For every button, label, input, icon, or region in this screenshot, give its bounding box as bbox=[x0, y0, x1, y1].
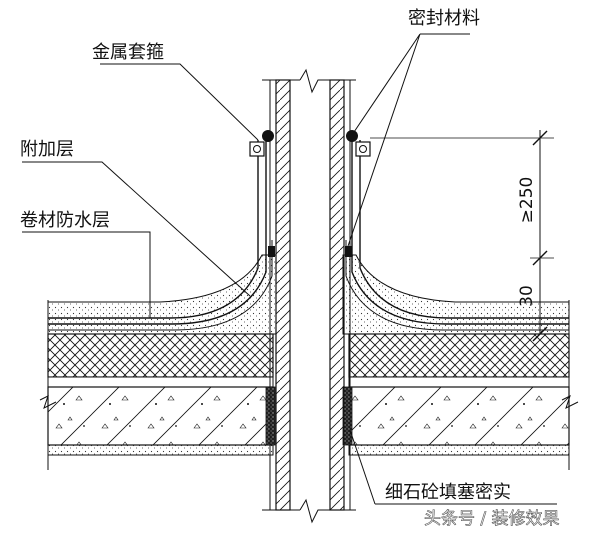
ceiling-plaster-left bbox=[47, 444, 274, 456]
leader-metal-clamp bbox=[100, 63, 259, 141]
concrete-slab-right bbox=[348, 386, 570, 446]
fillet-screed-left bbox=[47, 254, 277, 335]
dimension-lower: 30 bbox=[517, 285, 537, 307]
pipe bbox=[262, 68, 356, 524]
metal-clamp-right bbox=[355, 141, 371, 157]
insulation-layer-right bbox=[348, 333, 570, 378]
sealant-top-left bbox=[262, 130, 274, 142]
leader-additional-layer bbox=[22, 161, 251, 297]
break-mark-left bbox=[39, 395, 57, 409]
dimension-upper: ≥250 bbox=[517, 177, 537, 224]
pipe-break-bottom bbox=[262, 498, 356, 524]
membrane-left bbox=[48, 140, 273, 331]
insulation-layer-left bbox=[47, 333, 274, 378]
label-additional-layer: 附加层 bbox=[20, 139, 74, 160]
ceiling-plaster-right bbox=[348, 444, 570, 456]
label-fine-concrete: 细石砼填塞密实 bbox=[385, 482, 511, 503]
concrete-slab-left bbox=[47, 386, 274, 446]
leader-lines bbox=[22, 33, 557, 505]
pipe-wall-right bbox=[329, 79, 345, 511]
break-mark-right bbox=[561, 395, 579, 409]
pipe-wall-left bbox=[275, 79, 291, 511]
slab-left bbox=[47, 300, 274, 470]
leveling-layer-left bbox=[47, 376, 274, 388]
leader-sealant bbox=[345, 33, 470, 253]
leveling-layer-right bbox=[348, 376, 570, 388]
sealant-bottom-left bbox=[268, 246, 275, 257]
label-sealant: 密封材料 bbox=[408, 8, 480, 29]
leader-membrane-layer bbox=[22, 231, 151, 318]
pipe-break-top bbox=[262, 68, 356, 94]
watermark: 头条号 / 装修效果 bbox=[424, 509, 560, 529]
label-metal-clamp: 金属套箍 bbox=[92, 42, 164, 63]
sealant-top-right bbox=[346, 130, 358, 142]
membrane-right bbox=[345, 140, 569, 331]
leader-fine-concrete bbox=[349, 429, 557, 505]
label-membrane-layer: 卷材防水层 bbox=[20, 210, 110, 231]
slab-right bbox=[348, 300, 570, 470]
metal-clamp-left bbox=[249, 141, 265, 157]
dimension-line bbox=[370, 130, 554, 342]
sealant-bottom-right bbox=[345, 246, 352, 257]
